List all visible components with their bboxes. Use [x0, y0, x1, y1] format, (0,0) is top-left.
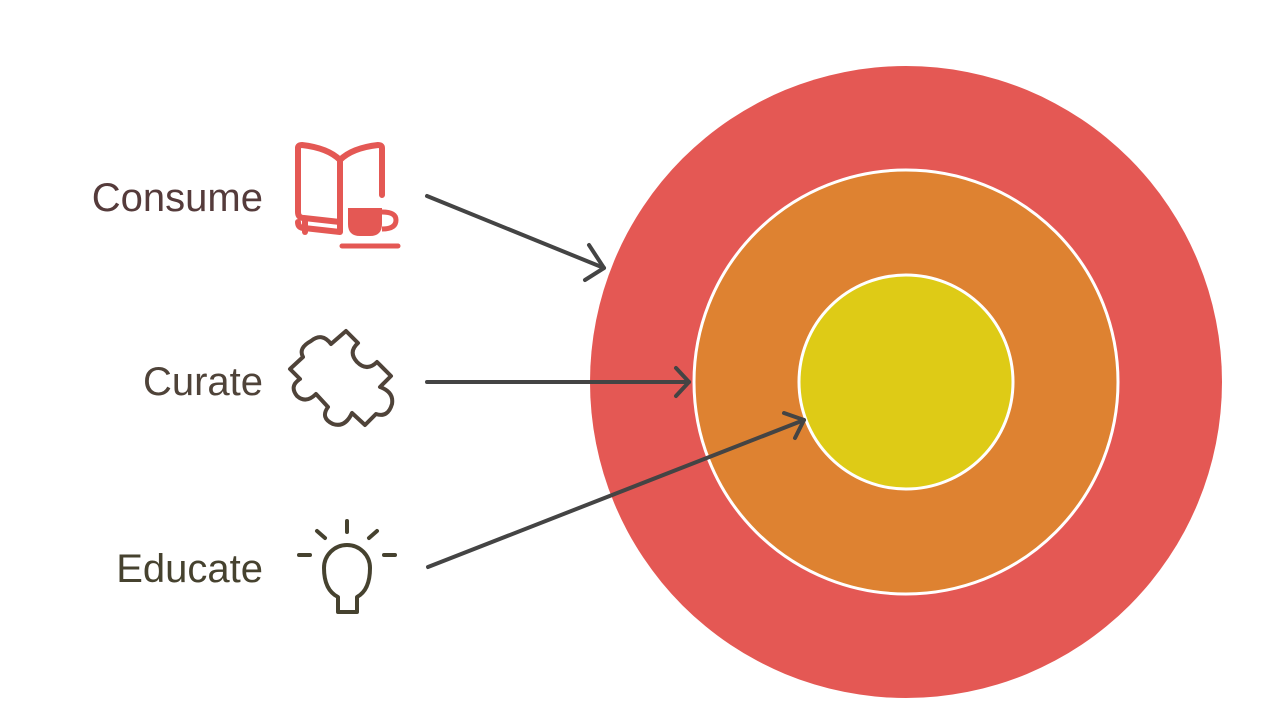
arrow-curate	[425, 366, 691, 398]
arrows	[425, 194, 806, 569]
label-curate: Curate	[142, 360, 263, 404]
inner-core	[797, 273, 1015, 491]
book-and-cup-icon	[295, 142, 385, 235]
concentric-circles	[590, 66, 1222, 698]
label-consume: Consume	[91, 176, 263, 220]
lightbulb-icon	[297, 519, 397, 614]
puzzle-piece-icon	[288, 329, 395, 427]
arrow-educate	[426, 411, 806, 569]
cup-icon	[339, 208, 401, 249]
label-educate: Educate	[116, 547, 263, 591]
arrow-consume	[425, 194, 606, 282]
